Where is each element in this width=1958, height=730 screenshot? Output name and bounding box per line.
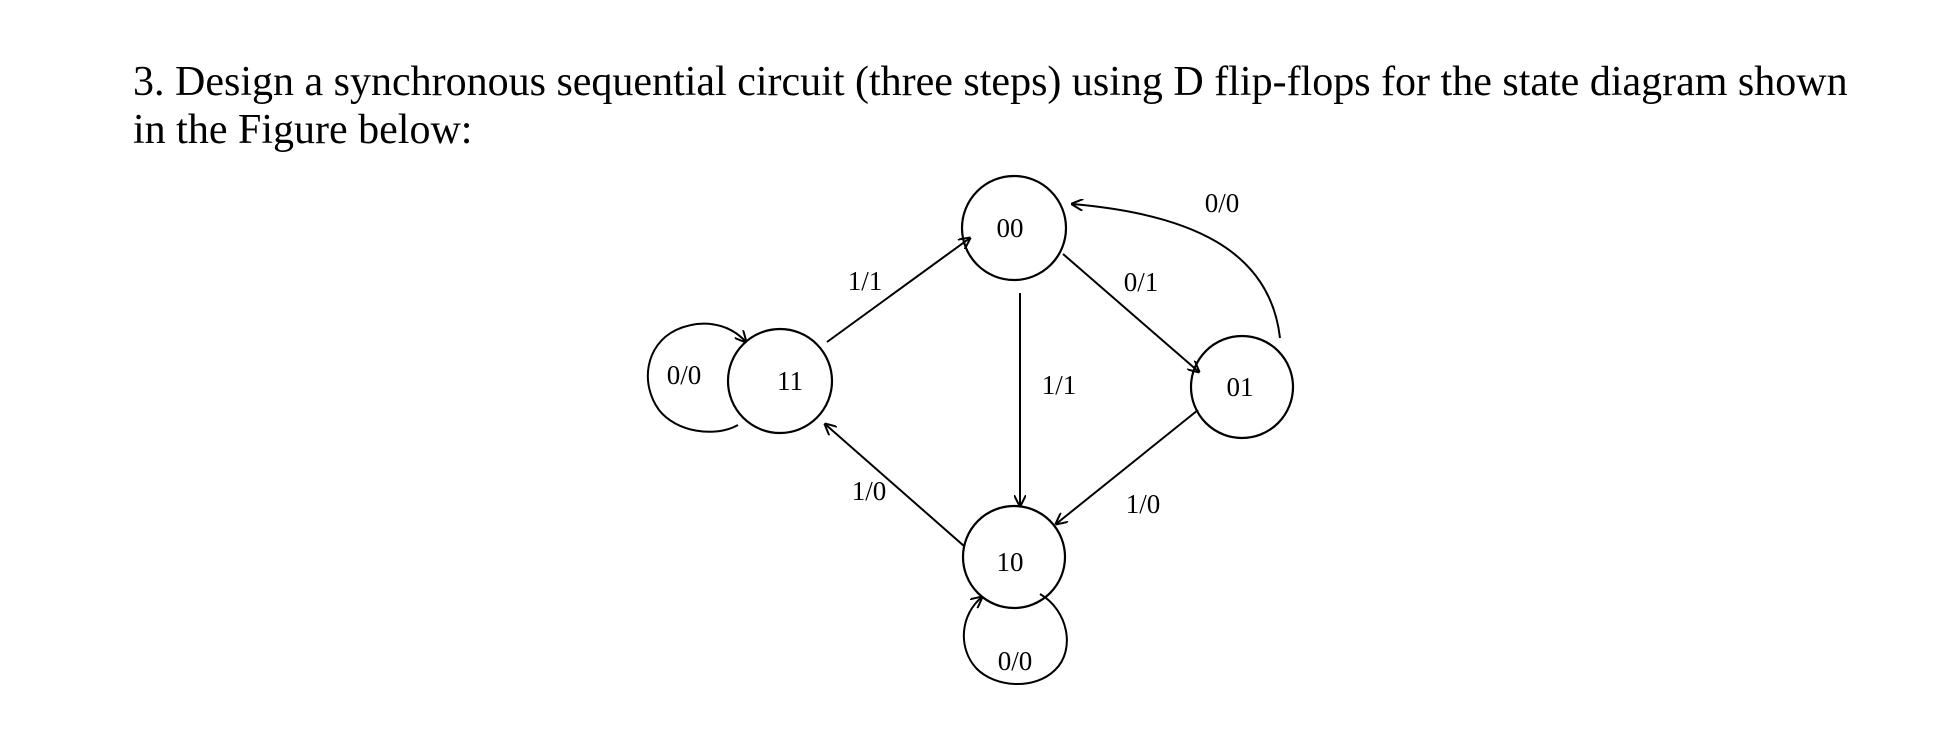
state-00 <box>960 174 1068 282</box>
state-11 <box>726 327 834 435</box>
state-10 <box>961 504 1067 610</box>
edge-01-to-00 <box>1072 204 1281 339</box>
edge-label-01-to-00: 0/0 <box>1205 188 1240 218</box>
edge-label-11-self-loop: 0/0 <box>667 360 702 390</box>
edge-00-to-01 <box>1062 253 1199 372</box>
edge-10-to-11 <box>825 424 965 547</box>
edge-label-01-to-10: 1/0 <box>1126 489 1161 519</box>
edge-01-to-10 <box>1056 409 1199 524</box>
edge-11-self-loop <box>646 322 746 433</box>
edge-11-to-00 <box>826 238 970 343</box>
state-label-01: 01 <box>1227 372 1254 402</box>
state-01 <box>1189 334 1295 440</box>
edge-label-10-to-11: 1/0 <box>852 476 887 506</box>
state-label-11: 11 <box>777 366 803 396</box>
state-label-10: 10 <box>997 547 1024 577</box>
edge-label-00-to-10: 1/1 <box>1042 370 1077 400</box>
edge-label-11-to-00: 1/1 <box>848 266 883 296</box>
edge-label-10-self-loop: 0/0 <box>998 646 1033 676</box>
question-text: 3. Design a synchronous sequential circu… <box>133 59 1848 153</box>
edge-10-self-loop <box>962 593 1068 685</box>
edge-label-00-to-01: 0/1 <box>1124 267 1159 297</box>
state-label-00: 00 <box>997 213 1024 243</box>
